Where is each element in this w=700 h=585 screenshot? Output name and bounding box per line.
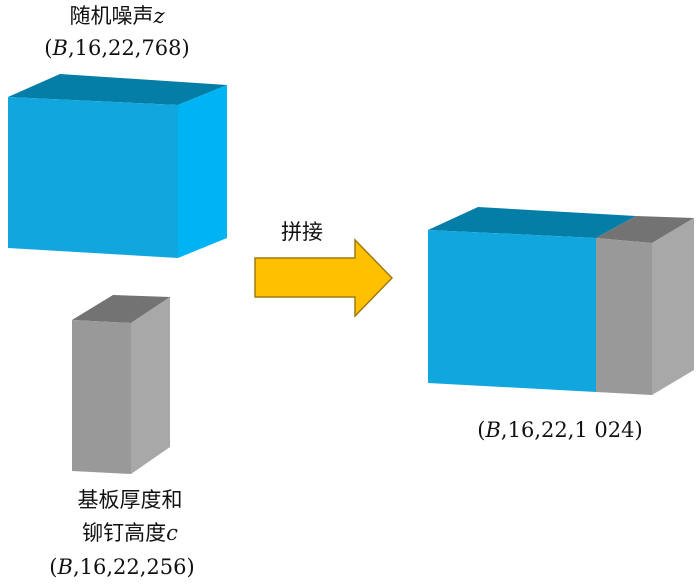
noise-shape-var: B — [52, 36, 68, 60]
condition-block-top — [72, 295, 170, 323]
result-gray-side — [652, 218, 694, 395]
condition-shape: (B,16,22,256) — [49, 557, 194, 578]
result-blue-front — [428, 230, 596, 392]
noise-tensor-block — [8, 74, 227, 258]
noise-block-top — [8, 74, 227, 105]
condition-tensor-block — [72, 295, 170, 474]
noise-shape-open: ( — [44, 36, 53, 60]
condition-shape-dims: ,16,22,256) — [72, 555, 195, 579]
noise-block-front — [8, 97, 178, 258]
condition-var: c — [166, 521, 178, 545]
condition-shape-open: ( — [49, 555, 58, 579]
condition-label-line1: 基板厚度和 — [77, 488, 183, 512]
condition-name: 铆钉高度 — [82, 521, 167, 545]
noise-shape: (B,16,22,768) — [44, 38, 189, 59]
noise-block-side — [178, 85, 227, 258]
concat-label: 拼接 — [281, 220, 323, 244]
result-gray-top — [596, 216, 694, 243]
result-shape-dims: ,16,22,1 024) — [500, 418, 643, 442]
result-shape-open: ( — [477, 418, 486, 442]
condition-block-front — [72, 320, 131, 474]
noise-var: z — [153, 4, 165, 28]
noise-name: 随机噪声 — [69, 4, 154, 28]
result-shape-var: B — [485, 418, 501, 442]
condition-block-side — [131, 297, 170, 474]
condition-label-line2: 铆钉高度c — [82, 523, 178, 544]
noise-shape-dims: ,16,22,768) — [67, 36, 190, 60]
result-shape: (B,16,22,1 024) — [477, 420, 642, 441]
noise-label: 随机噪声z — [69, 6, 164, 27]
concatenated-tensor-block — [428, 207, 694, 395]
result-blue-top — [428, 207, 636, 238]
condition-shape-var: B — [57, 555, 73, 579]
concat-arrow — [254, 238, 394, 318]
result-gray-front — [596, 238, 652, 395]
